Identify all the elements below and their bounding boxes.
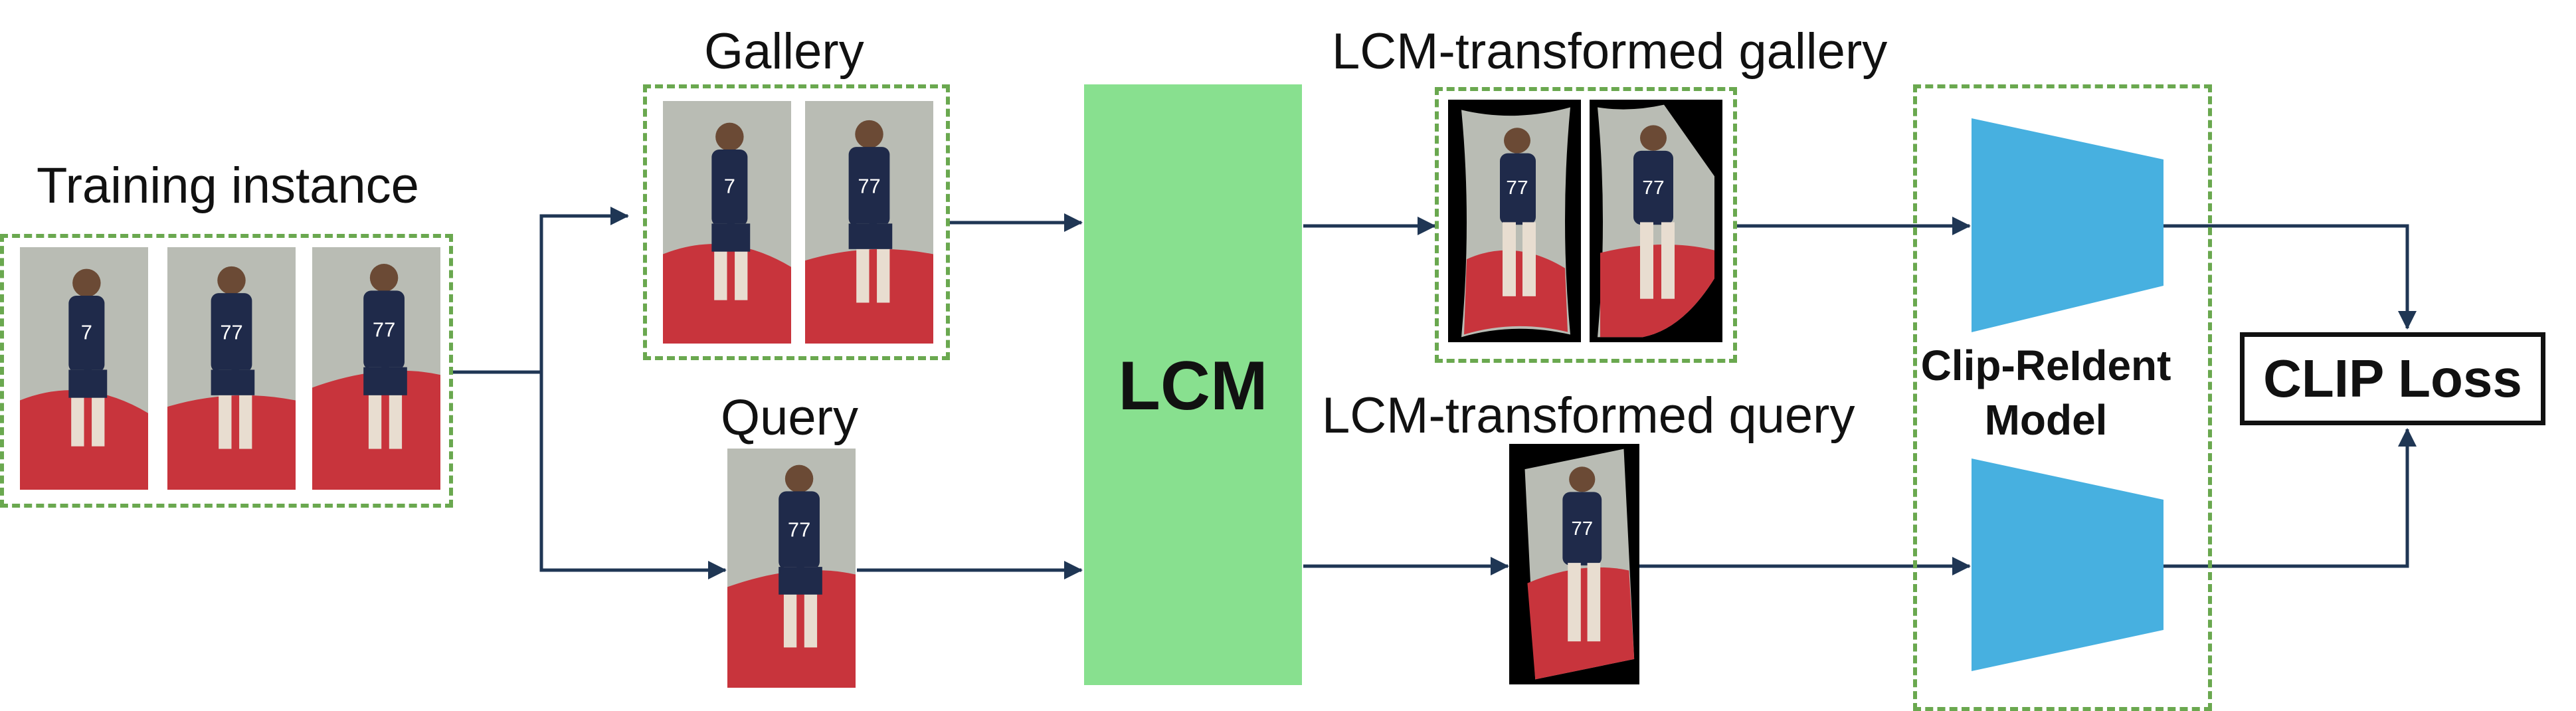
arrow-to-query: [539, 372, 727, 579]
svg-text:77: 77: [1506, 177, 1528, 199]
lcm-block: LCM: [1084, 84, 1302, 685]
query-photo: 77: [727, 449, 856, 688]
svg-text:77: 77: [1642, 177, 1664, 199]
clip-loss-label: CLIP Loss: [2263, 349, 2522, 408]
encoder-bottom-shape: [1972, 458, 2163, 671]
gallery-photo-2: 77: [805, 101, 933, 344]
query-label: Query: [721, 389, 858, 446]
encoder-top-shape: [1972, 118, 2163, 332]
training-photo-3: 77: [312, 247, 440, 490]
model-label-line1: Clip-ReIdent: [1920, 342, 2171, 389]
gallery-photo-1: 7: [663, 101, 791, 344]
training-instance-box: [0, 234, 453, 508]
lcm-query-photo: 77: [1509, 444, 1639, 684]
arrow-encoder-bottom-to-loss: [2163, 428, 2417, 568]
arrow-to-gallery: [539, 207, 629, 372]
gallery-box: [643, 84, 950, 360]
svg-text:7: 7: [724, 174, 735, 197]
lcm-gallery-photo-2: 77: [1590, 100, 1722, 342]
training-instance-label: Training instance: [37, 157, 419, 214]
lcm-gallery-photo-1: 77: [1448, 100, 1581, 342]
svg-text:77: 77: [858, 174, 880, 197]
lcm-label: LCM: [1118, 348, 1268, 425]
svg-text:77: 77: [373, 318, 395, 342]
model-box: [1913, 84, 2212, 711]
lcm-gallery-box: [1435, 87, 1737, 363]
svg-text:77: 77: [1571, 519, 1593, 540]
model-label-line2: Model: [1984, 395, 2108, 444]
gallery-label: Gallery: [704, 23, 864, 80]
svg-text:77: 77: [788, 519, 810, 542]
training-photo-1: 7: [20, 247, 148, 490]
lcm-query-label: LCM-transformed query: [1322, 387, 1855, 444]
svg-text:7: 7: [81, 320, 92, 344]
clip-loss-box: CLIP Loss: [2240, 332, 2545, 425]
model-label: Clip-ReIdent Model: [1920, 339, 2172, 448]
arrow-encoder-top-to-loss: [2163, 224, 2417, 330]
lcm-gallery-label: LCM-transformed gallery: [1332, 23, 1888, 80]
svg-text:77: 77: [220, 320, 242, 344]
training-photo-2: 77: [167, 247, 296, 490]
